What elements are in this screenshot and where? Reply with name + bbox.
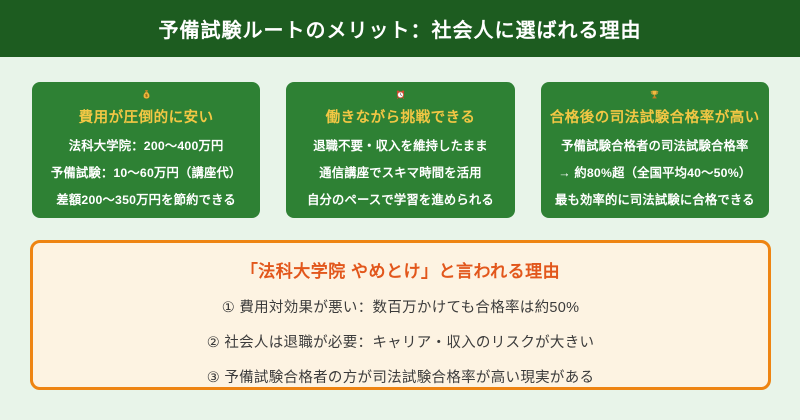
warning-box-title: 「法科大学院 やめとけ」と言われる理由	[240, 262, 561, 281]
warning-box: 「法科大学院 やめとけ」と言われる理由 ① 費用対効果が悪い：数百万かけても合格…	[30, 240, 771, 390]
warning-item: ③ 予備試験合格者の方が司法試験合格率が高い現実がある	[206, 370, 595, 386]
warning-item: ② 社会人は退職が必要：キャリア・収入のリスクが大きい	[206, 335, 595, 351]
warning-item: ① 費用対効果が悪い：数百万かけても合格率は約50%	[221, 300, 580, 316]
svg-text:$: $	[145, 93, 148, 98]
money-bag-icon: $	[143, 90, 150, 99]
benefit-card-cost: $ 費用が圧倒的に安い 法科大学院：200〜400万円 予備試験：10〜60万円…	[32, 82, 261, 218]
card-line: → 約80%超（全国平均40〜50%）	[558, 166, 752, 180]
benefit-cards-row: $ 費用が圧倒的に安い 法科大学院：200〜400万円 予備試験：10〜60万円…	[32, 82, 769, 218]
card-line: 差額200〜350万円を節約できる	[56, 193, 236, 207]
card-heading: 働きながら挑戦できる	[325, 110, 476, 126]
card-line: 予備試験合格者の司法試験合格率	[561, 139, 749, 153]
benefit-card-work: 働きながら挑戦できる 退職不要・収入を維持したまま 通信講座でスキマ時間を活用 …	[286, 82, 515, 218]
card-line: 最も効率的に司法試験に合格できる	[554, 193, 755, 207]
card-line: 法科大学院：200〜400万円	[68, 139, 224, 153]
page-title: 予備試験ルートのメリット：社会人に選ばれる理由	[158, 20, 642, 42]
card-line: 自分のペースで学習を進められる	[307, 193, 494, 207]
card-heading: 合格後の司法試験合格率が高い	[549, 110, 760, 126]
card-line: 退職不要・収入を維持したまま	[313, 139, 488, 153]
alarm-clock-icon	[396, 90, 405, 99]
card-heading: 費用が圧倒的に安い	[78, 110, 214, 126]
card-line: 通信講座でスキマ時間を活用	[319, 166, 482, 180]
trophy-icon	[651, 90, 659, 99]
benefit-card-pass-rate: 合格後の司法試験合格率が高い 予備試験合格者の司法試験合格率 → 約80%超（全…	[540, 82, 769, 218]
card-line: 予備試験：10〜60万円（講座代）	[50, 166, 242, 180]
header-banner: 予備試験ルートのメリット：社会人に選ばれる理由	[0, 0, 800, 57]
